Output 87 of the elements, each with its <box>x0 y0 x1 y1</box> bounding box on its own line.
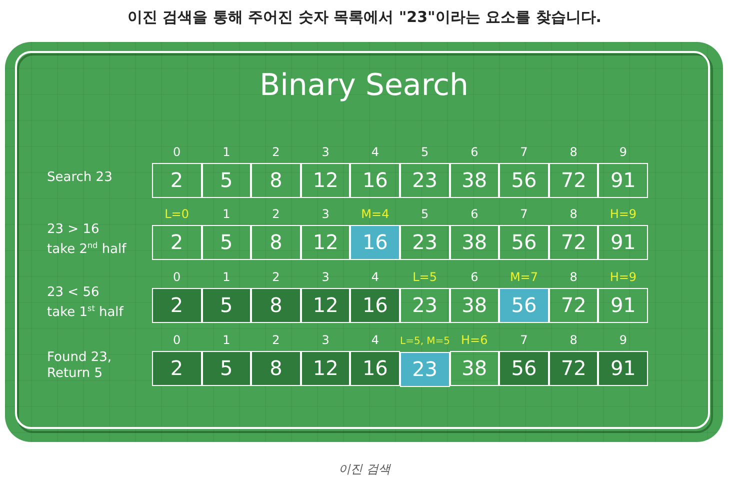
index-label: 4 <box>371 144 379 161</box>
index-label: 4 <box>371 269 379 286</box>
array-cell: 16 <box>350 163 400 198</box>
array-cell: 2 <box>152 163 202 198</box>
array-cell: 38 <box>450 225 500 260</box>
array-cell: 91 <box>598 351 648 386</box>
array-cell: 12 <box>300 351 350 386</box>
array-cell: 8 <box>251 351 301 386</box>
index-label: L=5, M=5 <box>400 335 450 349</box>
index-label: 1 <box>222 269 230 286</box>
index-label: 5 <box>420 144 429 161</box>
array-cell: 23 <box>400 288 450 323</box>
index-label: H=9 <box>610 269 637 286</box>
array-cell: 8 <box>251 288 301 323</box>
index-label: 0 <box>172 332 181 349</box>
index-label: H=9 <box>610 206 637 223</box>
index-label: M=4 <box>361 206 390 223</box>
array-cell: 5 <box>202 351 252 386</box>
index-label: 1 <box>222 206 230 223</box>
array-cell: 72 <box>548 351 598 386</box>
index-label: 1 <box>222 144 230 161</box>
array-cell: 5 <box>202 225 252 260</box>
heading: 이진 검색을 통해 주어진 숫자 목록에서 "23"이라는 요소를 찾습니다. <box>128 7 602 27</box>
index-label: 3 <box>322 332 330 349</box>
array-cell: 38 <box>450 163 500 198</box>
array-cell: 72 <box>548 225 598 260</box>
array-cell: 5 <box>202 163 252 198</box>
index-label: 7 <box>520 206 528 223</box>
array-cell: 56 <box>499 351 549 386</box>
array-cell: 56 <box>499 288 549 323</box>
index-label: 0 <box>172 144 181 161</box>
index-label: 7 <box>520 332 528 349</box>
array-cell: 91 <box>598 225 648 260</box>
index-label: 6 <box>470 144 478 161</box>
index-label: 6 <box>470 206 478 223</box>
array-cell: 2 <box>152 225 202 260</box>
index-label: 2 <box>272 332 280 349</box>
row-label: 23 < 56 take 1$^{st}$ half <box>47 284 125 321</box>
index-label: 5 <box>420 206 429 223</box>
index-label: 2 <box>272 144 280 161</box>
array-cell: 12 <box>300 225 350 260</box>
index-label: H=6 <box>461 332 488 349</box>
array-cell: 16 <box>350 351 400 386</box>
row-label: Found 23, Return 5 <box>47 350 113 382</box>
index-label: L=0 <box>164 206 189 223</box>
index-label: 8 <box>570 269 578 286</box>
array-cell: 16 <box>350 288 400 323</box>
index-label: L=5 <box>412 269 437 286</box>
array-cell: 23 <box>400 225 450 260</box>
array-cell: 23 <box>400 163 450 198</box>
array-cell: 56 <box>499 163 549 198</box>
index-label: 8 <box>570 206 578 223</box>
index-label: 3 <box>322 206 330 223</box>
index-label: 2 <box>272 269 280 286</box>
array-cell: 2 <box>152 288 202 323</box>
index-label: 9 <box>619 144 627 161</box>
row-label: Search 23 <box>47 170 114 186</box>
array-cell: 72 <box>548 163 598 198</box>
caption: 이진 검색 <box>338 461 390 477</box>
array-cell: 38 <box>450 288 500 323</box>
index-label: 2 <box>272 206 280 223</box>
index-label: 8 <box>570 144 578 161</box>
array-cell: 72 <box>548 288 598 323</box>
array-cell: 8 <box>251 225 301 260</box>
array-cell: 38 <box>450 351 500 386</box>
index-label: 1 <box>222 332 230 349</box>
array-cell: 12 <box>300 288 350 323</box>
index-label: 6 <box>470 269 478 286</box>
index-label: 9 <box>619 332 627 349</box>
index-label: 3 <box>322 269 330 286</box>
array-cell: 12 <box>300 163 350 198</box>
array-cell: 23 <box>400 352 450 387</box>
row-label: 23 > 16 take 2$^{nd}$ half <box>47 221 128 258</box>
array-cell: 16 <box>350 225 400 260</box>
panel-title: Binary Search <box>260 68 468 104</box>
array-cell: 8 <box>251 163 301 198</box>
index-label: 3 <box>322 144 330 161</box>
array-cell: 56 <box>499 225 549 260</box>
array-cell: 91 <box>598 288 648 323</box>
index-label: 7 <box>520 144 528 161</box>
array-cell: 91 <box>598 163 648 198</box>
array-cell: 5 <box>202 288 252 323</box>
index-label: 0 <box>172 269 181 286</box>
index-label: M=7 <box>510 269 538 286</box>
array-cell: 2 <box>152 351 202 386</box>
index-label: 4 <box>371 332 379 349</box>
index-label: 8 <box>570 332 578 349</box>
